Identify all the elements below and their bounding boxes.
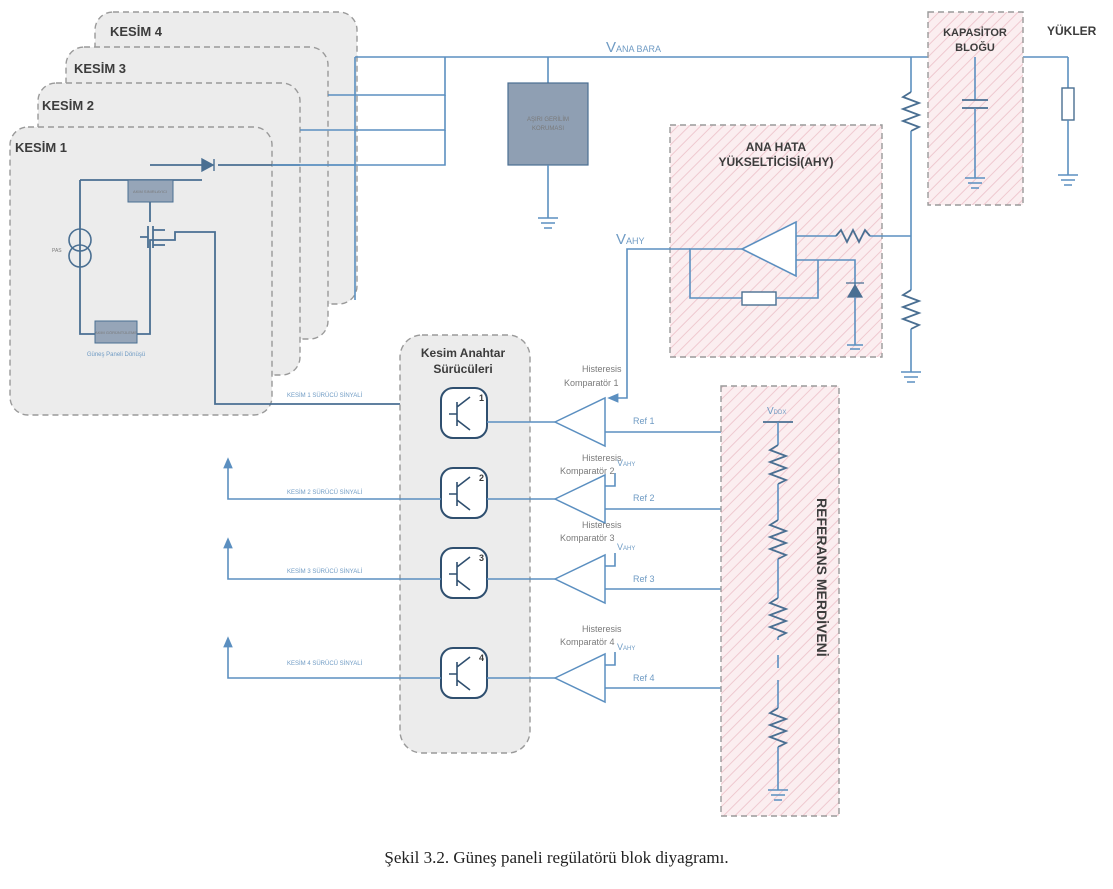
ground-icon: [965, 177, 985, 189]
drivers-title-2: Sürücüleri: [433, 362, 492, 376]
loop-label: Güneş Paneli Dönüşü: [87, 352, 145, 358]
capacitor-title-1: KAPASİTOR: [943, 26, 1007, 39]
overvoltage-protection: AŞIRI GERİLİM KORUMASI: [507, 57, 589, 229]
signal-2-label: KESİM 2 SÜRÜCÜ SİNYALİ: [287, 489, 363, 496]
reference-ladder: VDDX REFERANS MERDİVENİ: [720, 385, 840, 817]
capacitor-title-2: BLOĞU: [955, 41, 995, 54]
ground-icon: [847, 344, 863, 350]
ground-icon: [768, 789, 788, 801]
current-limiter-label: AKIM SINIRLAYICI: [133, 189, 167, 194]
signal-4-label: KESİM 4 SÜRÜCÜ SİNYALİ: [287, 660, 363, 667]
comp-1-ref: Ref 1: [633, 416, 655, 426]
overvoltage-line2: KORUMASI: [532, 126, 564, 132]
signal-3-label: KESİM 3 SÜRÜCÜ SİNYALİ: [287, 568, 363, 575]
resistor-icon: [835, 227, 871, 245]
figure-caption: Şekil 3.2. Güneş paneli regülatörü blok …: [384, 848, 729, 867]
vahy-label: VAHY: [616, 231, 645, 248]
error-amplifier: ANA HATA YÜKSELTİCİSİ(AHY) VAHY: [607, 124, 911, 403]
loads: YÜKLER: [1047, 23, 1097, 186]
driver-4-icon: [440, 647, 488, 699]
signal-1-label: KESİM 1 SÜRÜCÜ SİNYALİ: [287, 392, 363, 399]
ground-icon: [538, 217, 558, 229]
resistor-upper-icon: [900, 91, 922, 132]
driver-4-number: 4: [479, 653, 484, 663]
overvoltage-line1: AŞIRI GERİLİM: [527, 116, 569, 123]
ladder-resistor-1-icon: [767, 444, 789, 485]
comp-4-sub: Komparatör 4: [560, 637, 615, 647]
comparator-row-1: 1 Histeresis Komparatör 1 Ref 1 KESİM 1 …: [287, 364, 778, 448]
comparator-row-3: 3 Histeresis Komparatör 3 VAHY Ref 3 KES…: [223, 520, 778, 605]
comp-2-name: Histeresis: [582, 453, 622, 463]
comp-4-ref: Ref 4: [633, 673, 655, 683]
comparator-row-2: 2 Histeresis Komparatör 2 VAHY Ref 2 KES…: [223, 453, 778, 525]
ladder-title: REFERANS MERDİVENİ: [814, 498, 830, 657]
load-resistor-icon: [1061, 87, 1075, 121]
kesim1-title: KESİM 1: [15, 140, 67, 155]
overvoltage-box: [507, 82, 589, 166]
bus-label: VANA BARA: [606, 39, 661, 56]
comp-1-name: Histeresis: [582, 364, 622, 374]
ladder-resistor-4-icon: [767, 707, 789, 748]
error-amp-title-2: YÜKSELTİCİSİ(AHY): [718, 154, 833, 169]
kesim4-title: KESİM 4: [110, 24, 163, 39]
regulator-block-diagram: KESİM 4 KESİM 3 KESİM 2 KESİM 1 PAS AKIM…: [9, 11, 1097, 817]
resistor-lower-icon: [900, 289, 922, 330]
error-amp-title-1: ANA HATA: [746, 140, 807, 154]
driver-2-icon: [440, 467, 488, 519]
driver-1-icon: [440, 387, 488, 439]
comp-4-vahy: VAHY: [617, 642, 635, 652]
comparator-row-4: 4 Histeresis Komparatör 4 VAHY Ref 4 KES…: [223, 624, 778, 704]
ladder-resistor-3-icon: [767, 597, 789, 638]
comp-3-sub: Komparatör 3: [560, 533, 615, 543]
comp-3-vahy: VAHY: [617, 542, 635, 552]
comp-4-name: Histeresis: [582, 624, 622, 634]
ladder-resistor-2-icon: [767, 519, 789, 560]
kesim3-title: KESİM 3: [74, 61, 126, 76]
drivers-title-1: Kesim Anahtar: [421, 346, 506, 360]
loads-label: YÜKLER: [1047, 23, 1097, 38]
feedback-resistor-icon: [741, 291, 777, 306]
comp-3-ref: Ref 3: [633, 574, 655, 584]
section-panels: KESİM 4 KESİM 3 KESİM 2 KESİM 1: [9, 11, 358, 416]
driver-3-number: 3: [479, 553, 484, 563]
vdd-label: VDDX: [767, 406, 786, 417]
driver-1-number: 1: [479, 393, 484, 403]
comp-2-vahy: VAHY: [617, 458, 635, 468]
drivers-box: [399, 334, 531, 754]
source-label: PAS: [52, 248, 62, 254]
ground-icon: [901, 371, 921, 383]
capacitor-block: KAPASİTOR BLOĞU: [927, 11, 1024, 206]
driver-2-number: 2: [479, 473, 484, 483]
current-monitor-label: AKIM GÖRÜNTÜLEME: [95, 330, 137, 335]
feedback-divider: [900, 57, 922, 383]
comp-2-ref: Ref 2: [633, 493, 655, 503]
ground-icon: [1058, 174, 1078, 186]
comp-2-sub: Komparatör 2: [560, 466, 615, 476]
mosfet-icon: [140, 226, 165, 248]
switch-drivers: Kesim Anahtar Sürücüleri: [399, 334, 531, 754]
comp-3-name: Histeresis: [582, 520, 622, 530]
kesim2-title: KESİM 2: [42, 98, 94, 113]
opamp-icon: [740, 220, 797, 278]
current-monitor-box: [94, 320, 138, 344]
driver-3-icon: [440, 547, 488, 599]
kesim1-circuit: PAS AKIM SINIRLAYICI AKIM GÖRÜNTÜLEME Gü…: [52, 157, 440, 405]
kesim1-panel: [9, 126, 273, 416]
current-source-icon: [68, 228, 92, 252]
comp-1-sub: Komparatör 1: [564, 378, 619, 388]
